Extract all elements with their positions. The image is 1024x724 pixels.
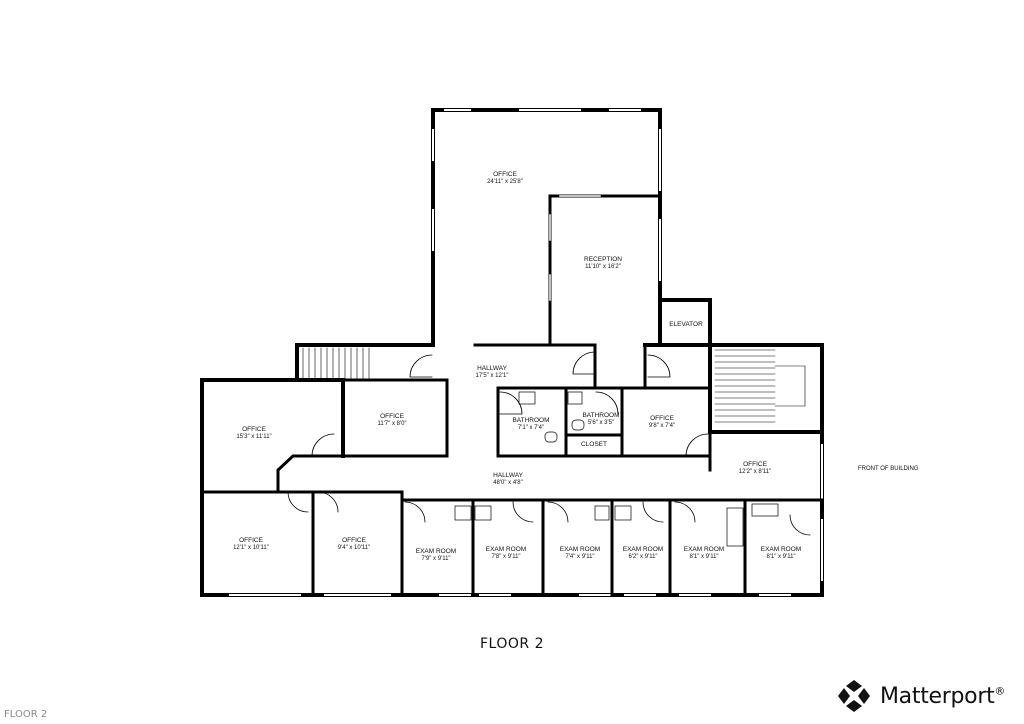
room-label-office-right-small: OFFICE [650,415,674,422]
registered-mark: ® [994,684,1006,698]
door-arc-1 [409,354,433,378]
door-arc-15 [595,391,619,415]
floor-footer-label: FLOOR 2 [4,709,48,720]
window-top [432,109,661,281]
door-arc-13 [674,501,696,523]
room-label-hallway-main: HALLWAY [493,472,524,479]
door-arc-5 [499,391,523,415]
room-dim-exam-6: 8'1" x 9'11" [766,554,795,560]
sink-7 [726,507,744,547]
room-label-exam-2: EXAM ROOM [486,546,526,553]
sink-5 [594,505,610,521]
room-label-exam-6: EXAM ROOM [761,546,801,553]
wall-office-top [431,108,662,347]
room-dim-exam-4: 6'2" x 9'11" [628,554,657,560]
wall-office-mid [341,378,449,458]
room-dim-exam-5: 8'1" x 9'11" [689,554,718,560]
front-of-building-label: FRONT OF BUILDING [858,466,919,472]
room-label-office-front: OFFICE [743,461,767,468]
matterport-logo: Matterport® [836,676,1005,716]
wall-reception [548,194,662,347]
door-arc-10 [512,501,534,523]
room-label-elevator: ELEVATOR [669,321,703,328]
sink-4 [474,505,492,521]
room-dim-exam-2: 7'8" x 9'11" [491,554,520,560]
room-dim-bathroom-2: 5'6" x 3'5" [588,420,614,426]
room-label-exam-3: EXAM ROOM [560,546,600,553]
room-dim-office-bl2: 9'4" x 10'11" [338,545,370,551]
door-arc-2 [572,351,596,375]
room-dim-bathroom-1: 7'1" x 7'4" [518,425,544,431]
room-dim-exam-1: 7'9" x 9'11" [421,556,450,562]
toilet-2 [571,419,585,431]
room-label-closet: CLOSET [581,441,607,448]
room-dim-office-top: 24'11" x 25'8" [487,179,523,185]
room-dim-exam-3: 7'4" x 9'11" [565,554,594,560]
room-label-office-mid: OFFICE [380,413,404,420]
wall-left-angled [200,454,345,494]
room-label-bathroom-1: BATHROOM [512,417,549,424]
wall-stair-left [295,343,435,382]
wall-exam-top [200,490,824,502]
wall-office-left [200,378,345,597]
room-dim-office-left: 15'3" x 11'11" [236,434,271,440]
room-label-exam-1: EXAM ROOM [416,548,456,555]
window-reception [549,195,601,301]
door-arc-9 [404,501,426,523]
room-label-office-bl: OFFICE [239,537,263,544]
sink-3 [454,505,472,521]
room-label-office-left: OFFICE [242,426,266,433]
room-dim-hallway-upper: 17'5" x 12'1" [476,373,509,379]
room-label-reception: RECEPTION [584,256,622,263]
door-arc-8 [317,491,339,513]
sink-6 [614,505,632,521]
door-arc-7 [287,491,309,513]
room-label-exam-5: EXAM ROOM [684,546,724,553]
stairs-right [714,349,806,423]
room-label-office-top: OFFICE [493,171,517,178]
room-dim-office-bl: 12'1" x 10'11" [233,545,269,551]
door-arc-12 [642,501,664,523]
toilet-1 [544,431,558,443]
sink-1 [518,391,536,405]
sink-2 [567,391,583,405]
matterport-mark-icon [838,680,870,712]
door-arc-3 [647,354,671,378]
room-dim-office-right-small: 9'8" x 7'4" [649,423,675,429]
wall-bathroom-block [496,386,712,458]
room-label-hallway-upper: HALLWAY [477,365,508,372]
wall-separators [311,490,747,597]
floor-title: FLOOR 2 [480,636,544,652]
room-label-office-bl2: OFFICE [342,537,366,544]
door-arc-14 [789,514,811,536]
sink-8 [751,503,779,517]
room-dim-office-front: 12'2" x 8'11" [739,469,771,475]
brand-name: Matterport® [880,683,1006,709]
door-arc-4 [311,433,335,457]
door-arc-6 [685,433,709,457]
room-label-bathroom-2: BATHROOM [582,412,619,419]
door-arc-11 [547,501,569,523]
room-dim-office-mid: 11'7" x 8'0" [377,421,406,427]
stairs-left [302,347,370,381]
room-dim-hallway-main: 48'0" x 4'8" [493,480,523,486]
room-dim-reception: 11'10" x 16'2" [585,264,621,270]
room-label-exam-4: EXAM ROOM [623,546,663,553]
